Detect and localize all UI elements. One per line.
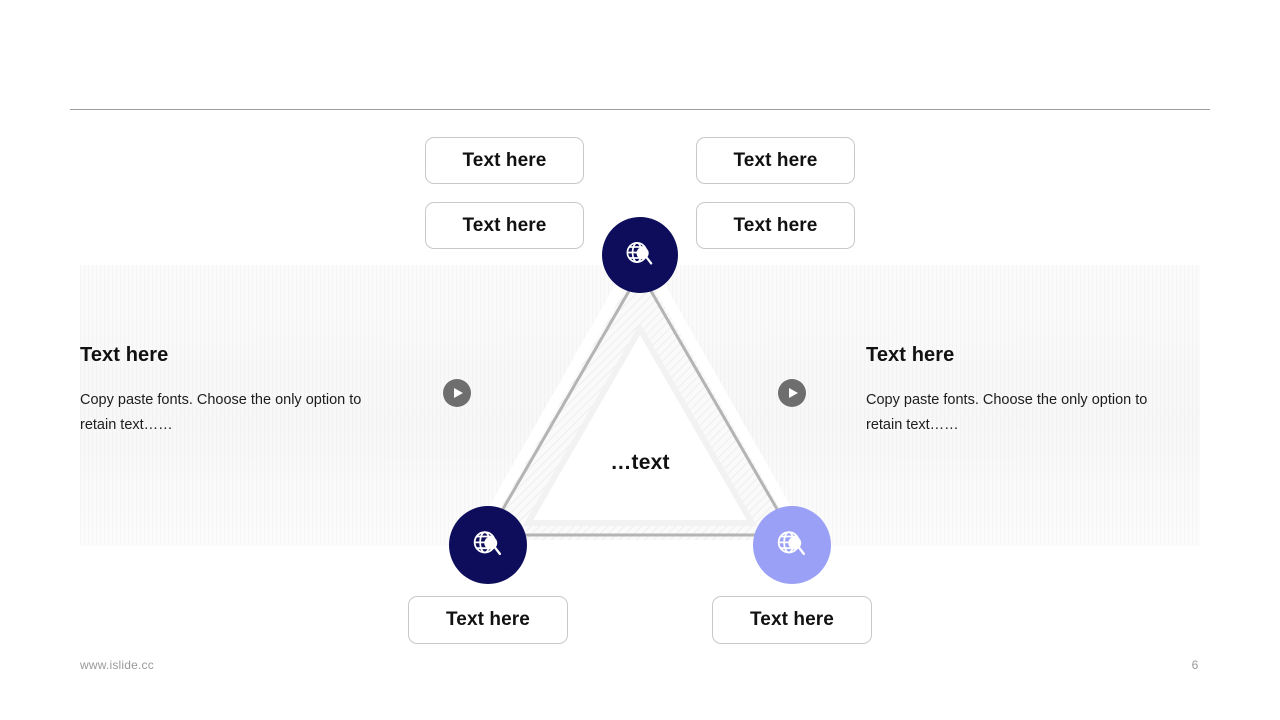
left-block-title: Text here bbox=[80, 344, 169, 366]
triangle-diagram: …text bbox=[440, 235, 840, 565]
node-bottom-left[interactable] bbox=[449, 506, 527, 584]
triangle-inner bbox=[522, 322, 758, 526]
globe-search-icon bbox=[623, 238, 657, 272]
globe-search-icon bbox=[774, 527, 810, 563]
play-triangle-icon bbox=[454, 388, 463, 398]
node-bottom-right[interactable] bbox=[753, 506, 831, 584]
pill-top-right-lower[interactable]: Text here bbox=[696, 202, 855, 249]
pill-top-right-upper[interactable]: Text here bbox=[696, 137, 855, 184]
pill-top-left-lower[interactable]: Text here bbox=[425, 202, 584, 249]
pill-bottom-right[interactable]: Text here bbox=[712, 596, 872, 644]
pill-bottom-left[interactable]: Text here bbox=[408, 596, 568, 644]
right-block-body: Copy paste fonts. Choose the only option… bbox=[866, 392, 1148, 433]
triangle-outline bbox=[485, 269, 795, 537]
play-icon-left[interactable] bbox=[443, 379, 471, 407]
pill-top-left-upper[interactable]: Text here bbox=[425, 137, 584, 184]
right-block-title: Text here bbox=[866, 344, 955, 366]
left-block-body: Copy paste fonts. Choose the only option… bbox=[80, 392, 362, 433]
node-top[interactable] bbox=[602, 217, 678, 293]
header-divider bbox=[70, 109, 1210, 110]
page-number: 6 bbox=[1191, 658, 1199, 672]
play-icon-right[interactable] bbox=[778, 379, 806, 407]
globe-search-icon bbox=[470, 527, 506, 563]
play-triangle-icon bbox=[789, 388, 798, 398]
diagram-center-label: …text bbox=[610, 451, 670, 474]
footer-url[interactable]: www.islide.cc bbox=[80, 658, 154, 672]
